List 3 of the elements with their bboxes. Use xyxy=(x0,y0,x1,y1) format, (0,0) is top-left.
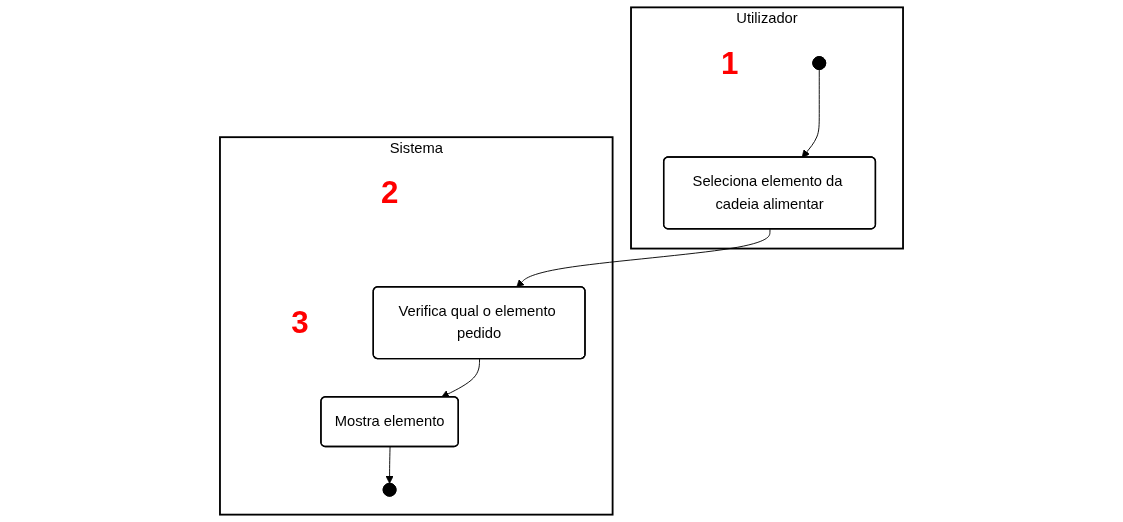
node-label: 2 xyxy=(380,174,399,210)
node-label: 3 xyxy=(291,304,309,340)
node-label: 1 xyxy=(721,45,739,81)
